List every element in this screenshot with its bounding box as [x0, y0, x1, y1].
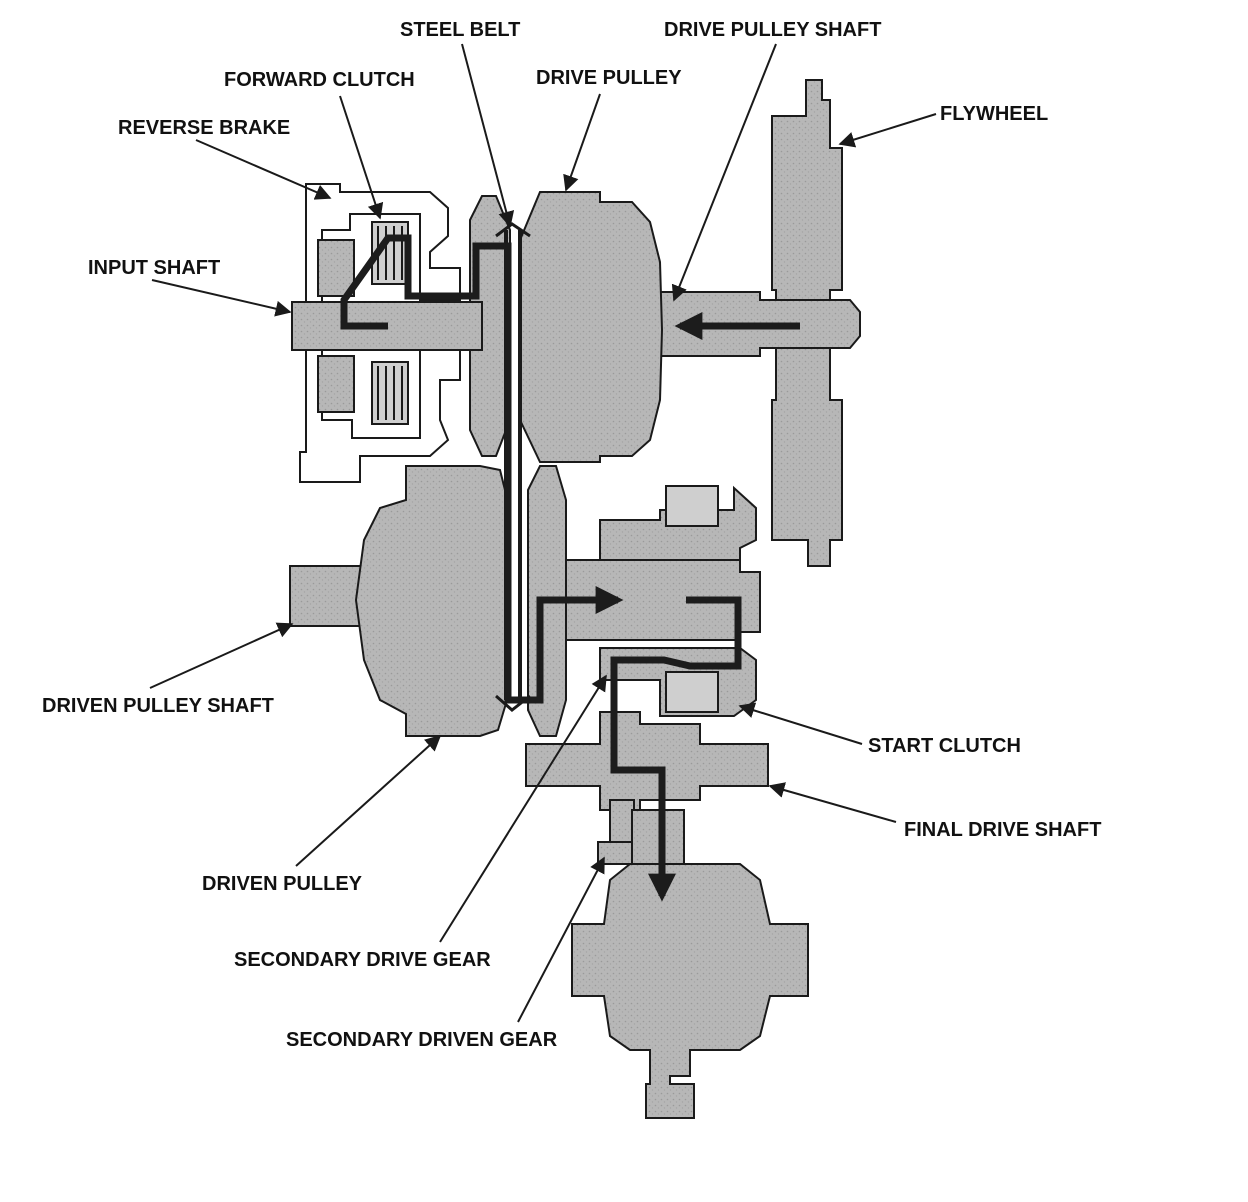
- driven-pulley-part: [354, 465, 567, 737]
- label-steel-belt: STEEL BELT: [400, 19, 520, 41]
- label-secondary-drive-gear: SECONDARY DRIVE GEAR: [234, 949, 491, 971]
- label-driven-pulley: DRIVEN PULLEY: [202, 873, 363, 895]
- differential-part: [571, 863, 809, 1119]
- label-drive-pulley-shaft: DRIVE PULLEY SHAFT: [664, 19, 881, 41]
- final-drive-shaft-part: [525, 711, 769, 871]
- label-input-shaft: INPUT SHAFT: [88, 257, 220, 279]
- label-forward-clutch: FORWARD CLUTCH: [224, 69, 415, 91]
- leader-lines: [149, 43, 937, 1023]
- label-reverse-brake: REVERSE BRAKE: [118, 117, 290, 139]
- label-start-clutch: START CLUTCH: [868, 735, 1021, 757]
- label-final-drive-shaft: FINAL DRIVE SHAFT: [904, 819, 1101, 841]
- label-drive-pulley: DRIVE PULLEY: [536, 67, 682, 89]
- label-secondary-driven-gear: SECONDARY DRIVEN GEAR: [286, 1029, 558, 1051]
- labels: STEEL BELT DRIVE PULLEY SHAFT FORWARD CL…: [42, 19, 1101, 1051]
- clutch-housing-part: [299, 183, 461, 483]
- drive-pulley-part: [469, 191, 664, 463]
- label-flywheel: FLYWHEEL: [940, 103, 1048, 125]
- start-clutch-part: [599, 485, 757, 717]
- label-driven-pulley-shaft: DRIVEN PULLEY SHAFT: [42, 695, 274, 717]
- power-flow-path: [340, 234, 800, 902]
